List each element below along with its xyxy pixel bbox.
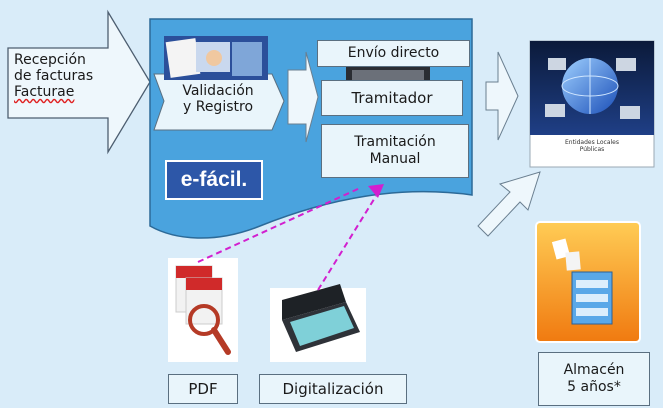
scan-label: Digitalización	[282, 380, 384, 398]
input-label: Recepción de facturas Facturae	[14, 52, 108, 100]
output-arrow-shape	[485, 51, 519, 141]
scan-link-dashed	[317, 195, 377, 291]
storage-line1: Almacén	[563, 362, 625, 379]
manual-processing-box: Tramitación Manual	[321, 124, 469, 178]
report-cover-line1: Entidades Locales	[565, 139, 619, 146]
efacil-logo-text: e-fácil.	[180, 168, 248, 191]
pdf-label: PDF	[188, 380, 218, 398]
validation-label: Validación y Registro	[162, 83, 274, 115]
input-label-line3: Facturae	[14, 84, 75, 101]
processor-label: Tramitador	[351, 89, 433, 107]
middle-arrow-shape	[287, 51, 319, 143]
validation-line1: Validación	[182, 83, 254, 99]
storage-line2: 5 años*	[567, 379, 621, 395]
processor-box: Tramitador	[321, 80, 463, 116]
validation-arrow-shape	[153, 73, 285, 131]
hands-documents-icon	[164, 36, 268, 80]
direct-send-box: Envío directo	[317, 40, 470, 67]
input-label-line2: de facturas	[14, 68, 94, 85]
manual-line1: Tramitación	[354, 134, 436, 151]
storage-arrow-shape	[477, 171, 541, 237]
storage-folder-icon	[535, 221, 641, 343]
input-label-line1: Recepción	[14, 52, 86, 68]
direct-send-label: Envío directo	[347, 45, 440, 62]
pdf-label-box: PDF	[168, 374, 238, 404]
scan-label-box: Digitalización	[259, 374, 407, 404]
storage-label-box: Almacén 5 años*	[538, 352, 650, 406]
pdf-magnifier-icon	[168, 258, 238, 362]
scanner-icon	[270, 284, 366, 362]
link-arrowhead	[368, 184, 384, 198]
report-cover-line2: Públicas	[579, 145, 605, 153]
report-cover-text: Entidades Locales Públicas	[536, 139, 648, 154]
manual-line2: Manual	[369, 151, 421, 167]
validation-line2: y Registro	[182, 99, 254, 116]
computer-network-icon	[545, 58, 640, 119]
efacil-logo: e-fácil.	[165, 160, 263, 200]
input-arrow-shape	[7, 9, 151, 155]
